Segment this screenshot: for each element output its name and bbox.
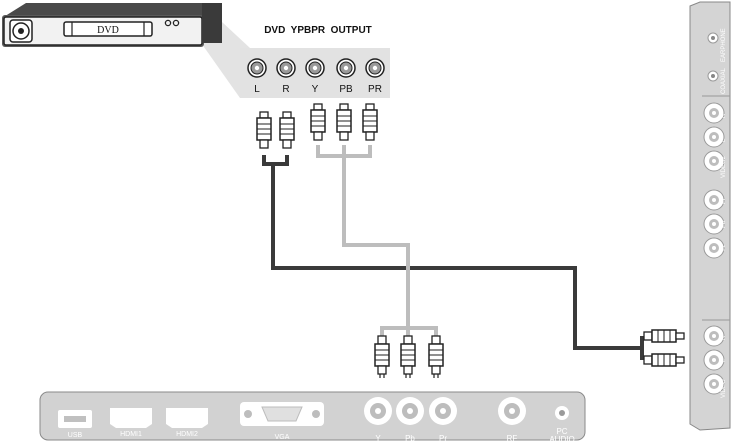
port-label-y: Y [375, 434, 381, 443]
audio-cable-path [262, 155, 642, 350]
plug [400, 335, 416, 379]
port-label-pr: Pr [439, 434, 447, 443]
rear-jack-y [364, 397, 392, 425]
output-jacks: L R Y PB PR [247, 58, 385, 95]
port-label-usb: USB [68, 432, 83, 439]
output-jack-l: L [247, 58, 267, 95]
plug [643, 329, 685, 343]
tv-side-panel [689, 1, 731, 431]
output-panel-title: DVD YPBPR OUTPUT [264, 25, 372, 36]
side-jack [707, 32, 719, 44]
rear-jacks [364, 397, 569, 425]
dvd-tray-label: DVD [97, 25, 119, 36]
side-label-y1: Y1 [721, 244, 727, 252]
output-jack-pb: PB [336, 58, 356, 95]
side-rca-jack [703, 102, 725, 124]
side-rca-jack [703, 213, 725, 235]
port-label-pc: PC [556, 427, 567, 436]
output-jack-label: PR [368, 84, 382, 95]
output-jack-r: R [276, 58, 296, 95]
side-label-coaxial: COAXIAL [721, 67, 727, 94]
side-jacks [703, 32, 725, 395]
side-label-l2: L [721, 358, 727, 362]
plug [428, 335, 444, 379]
side-rca-jack [703, 373, 725, 395]
audio-cable [262, 155, 644, 360]
dvd-player: DVD [2, 3, 222, 47]
plug [336, 103, 352, 141]
plug [374, 335, 390, 379]
side-rca-jack [703, 325, 725, 347]
usb-port [58, 410, 92, 428]
plug [310, 103, 326, 141]
rear-jack-pr [429, 397, 457, 425]
side-label-pb: Pb [721, 220, 727, 228]
side-label-earphone: EARPHONE [721, 28, 727, 62]
output-jack-label: PB [339, 84, 353, 95]
side-label-r2: R [721, 335, 727, 340]
output-jack-pr: PR [365, 58, 385, 95]
side-rca-jack [703, 150, 725, 172]
port-label-pb: Pb [405, 434, 415, 443]
output-jack-label: L [254, 84, 260, 95]
port-label-hdmi2: HDMI2 [176, 431, 198, 438]
side-rca-jack [703, 126, 725, 148]
output-jack-label: R [282, 84, 289, 95]
plug [256, 111, 272, 149]
plug [643, 353, 685, 367]
led-icon [164, 19, 172, 27]
plug [279, 111, 295, 149]
port-label-hdmi1: HDMI1 [120, 431, 142, 438]
vga-port [240, 402, 324, 426]
port-label-audio: AUDIO [549, 435, 574, 444]
side-label-video: VIDEO [721, 379, 727, 398]
disc-tray [63, 21, 153, 37]
disc-icon [9, 19, 33, 43]
video-cable-path [342, 145, 410, 328]
side-rca-jack [703, 237, 725, 259]
output-jack-y: Y [305, 58, 325, 95]
hdmi1-port [110, 408, 152, 428]
rear-jack-rf [498, 397, 526, 425]
side-jack [707, 70, 719, 82]
side-label-l: L [721, 138, 727, 142]
side-label-r: R [721, 113, 727, 118]
tv-rear-panel: USB HDMI1 HDMI2 VGA Y Pb Pr RF PC AUDIO [39, 391, 586, 444]
led-icon [172, 19, 180, 27]
plug [362, 103, 378, 141]
side-rca-jack [703, 349, 725, 371]
side-label-video2: VIDEO2 [721, 155, 727, 178]
side-label-pr: Pr [721, 198, 727, 204]
rear-jack-pb [396, 397, 424, 425]
rear-jack-pc-audio [555, 406, 569, 420]
output-jack-label: Y [312, 84, 319, 95]
port-label-rf: RF [507, 434, 518, 443]
port-label-vga: VGA [275, 434, 290, 441]
dvd-player-side [202, 3, 222, 43]
hdmi2-port [166, 408, 208, 428]
side-rca-jack [703, 189, 725, 211]
video-cable [316, 145, 438, 338]
